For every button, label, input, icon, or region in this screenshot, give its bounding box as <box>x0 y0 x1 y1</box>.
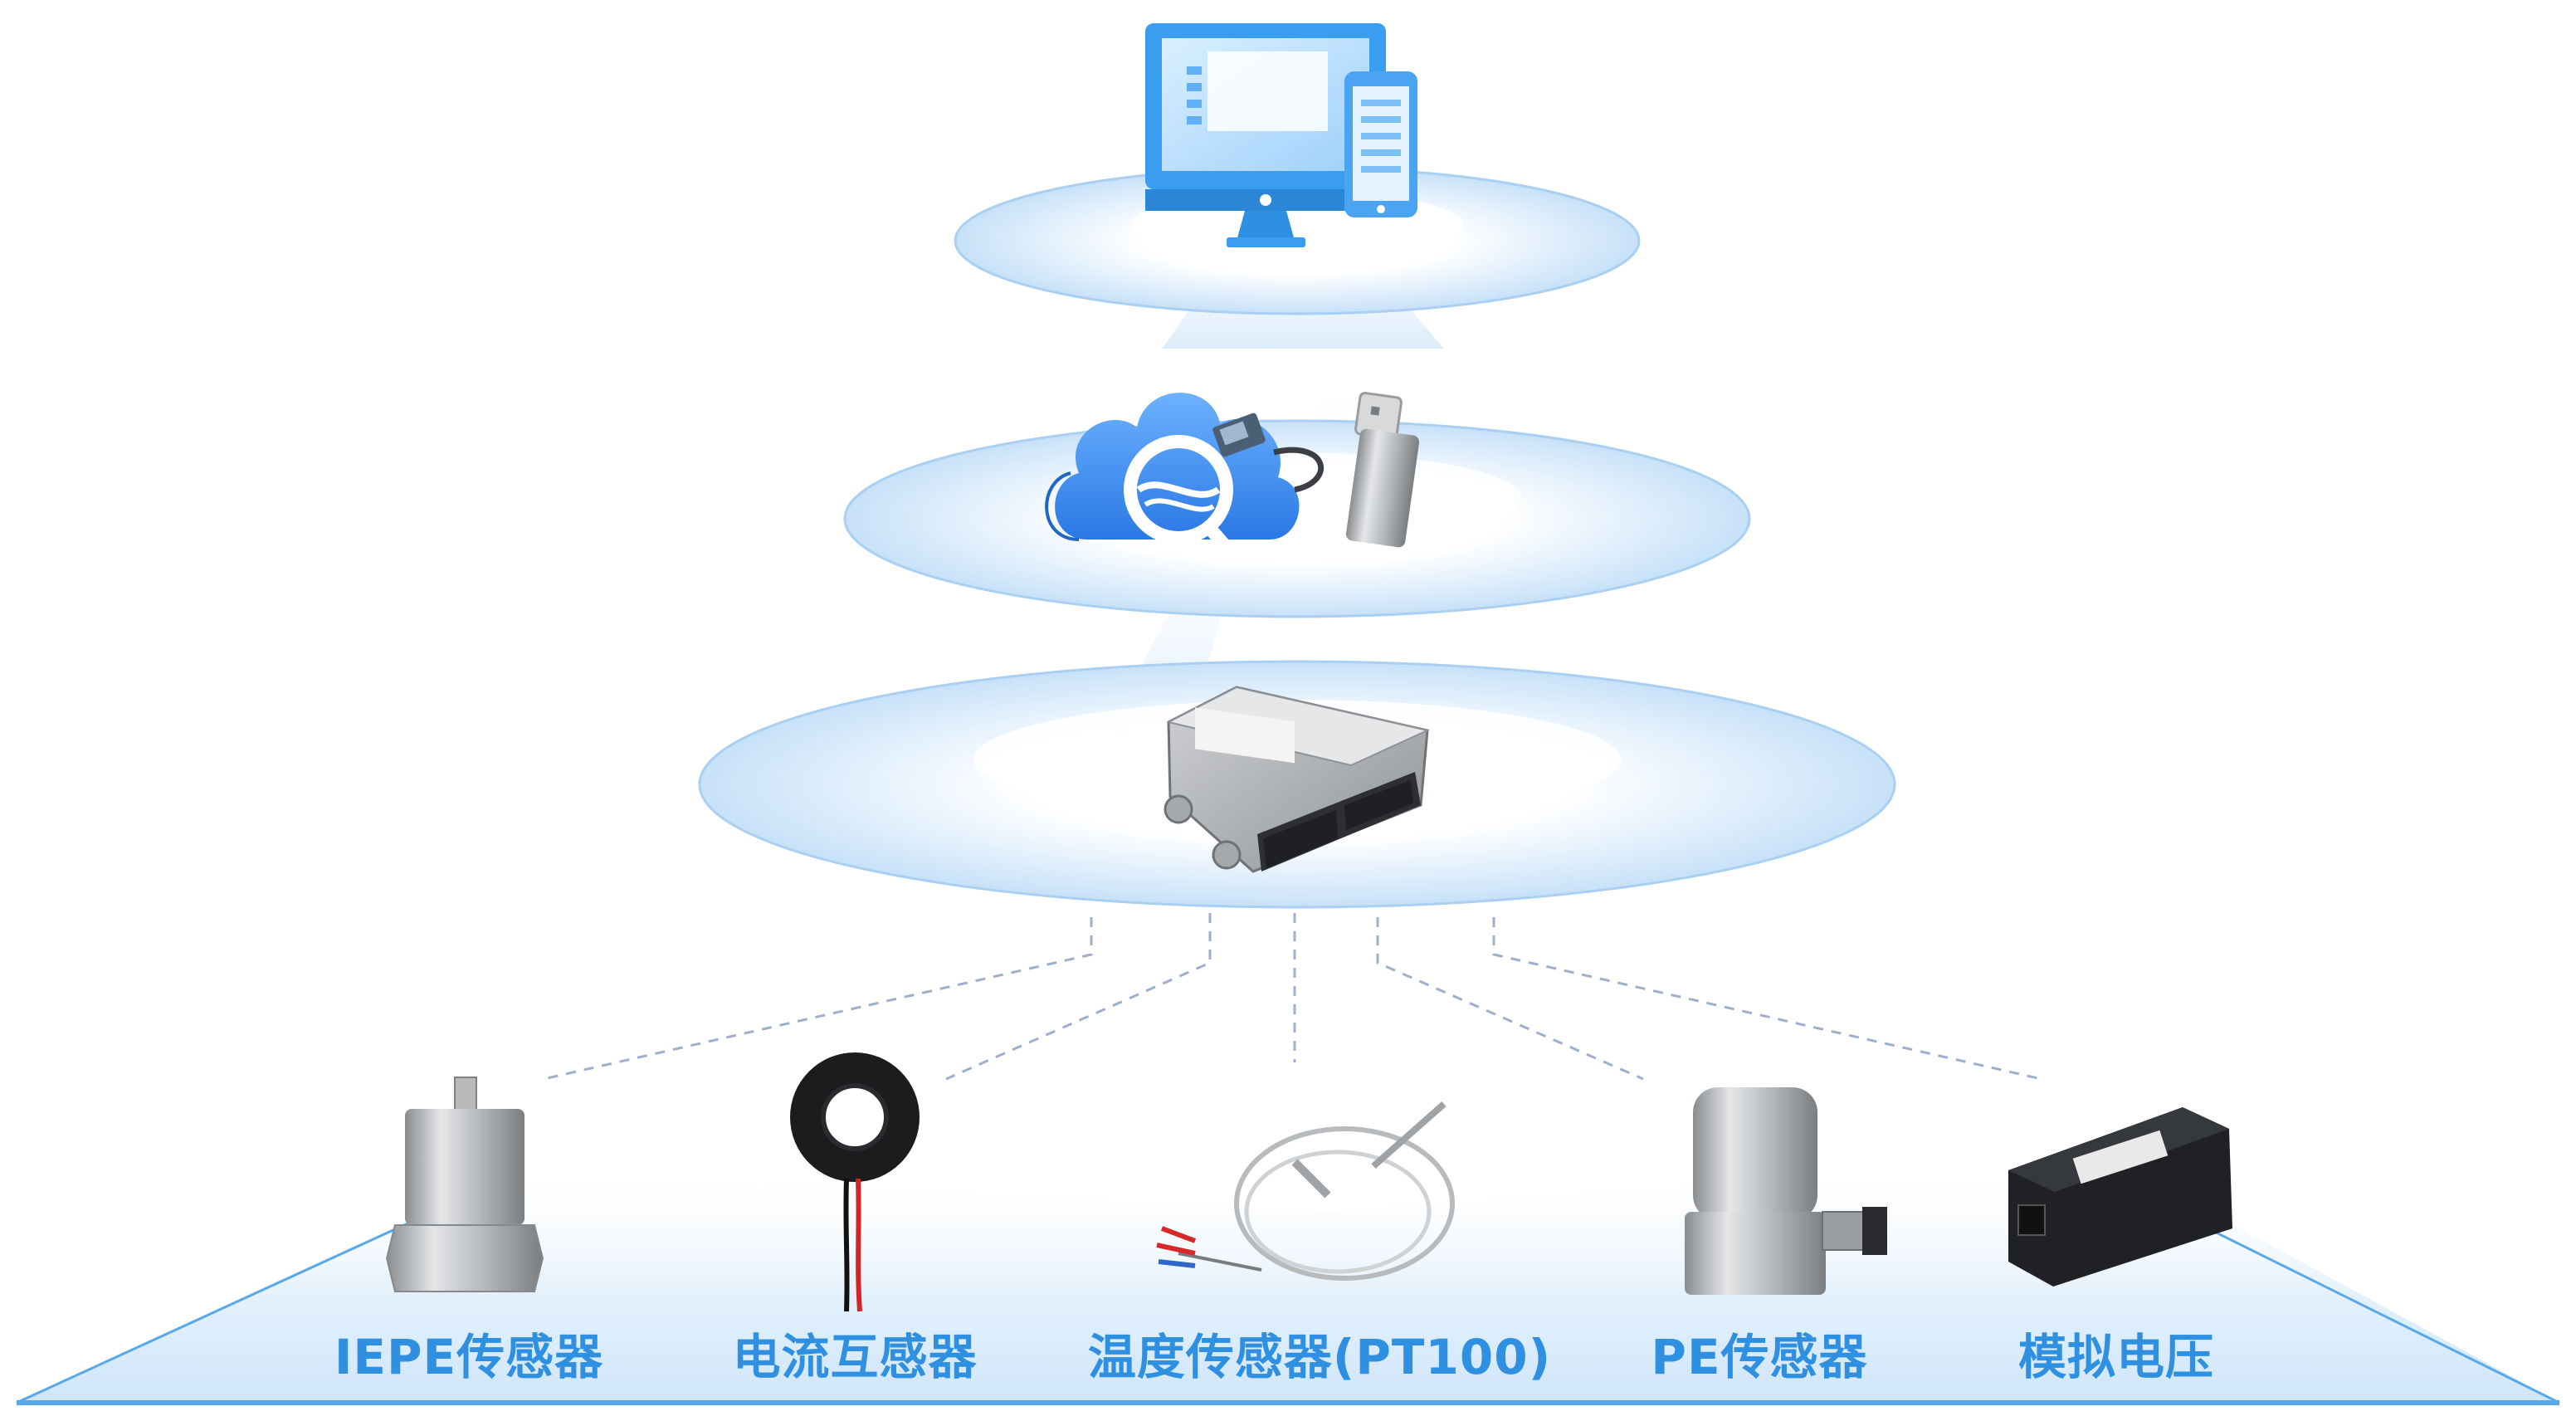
pe-sensor-icon <box>1685 1087 1887 1295</box>
analog-voltage-module-icon <box>2008 1107 2232 1287</box>
iepe-sensor-icon <box>385 1077 544 1292</box>
usb-dongle-icon <box>1345 392 1420 548</box>
temperature-probe-icon <box>1156 1101 1455 1281</box>
smartphone-icon <box>1344 71 1417 217</box>
cloud-logo-icon <box>1045 393 1300 556</box>
data-acquisition-box-icon <box>1164 686 1431 873</box>
ethernet-cable-icon <box>1212 413 1324 493</box>
base-platform <box>16 1162 2560 1405</box>
sensor-label-temperature: 温度传感器(PT100) <box>1087 1329 1552 1385</box>
sensor-label-current-transformer: 电流互感器 <box>732 1329 978 1385</box>
sensor-label-pe: PE传感器 <box>1651 1329 1868 1385</box>
current-transformer-icon <box>790 1052 920 1312</box>
sensor-label-analog-voltage: 模拟电压 <box>2017 1329 2215 1385</box>
sensor-label-iepe: IEPE传感器 <box>334 1329 604 1385</box>
desktop-monitor-icon <box>1145 23 1386 247</box>
sensor-connector-lines <box>543 913 2042 1081</box>
